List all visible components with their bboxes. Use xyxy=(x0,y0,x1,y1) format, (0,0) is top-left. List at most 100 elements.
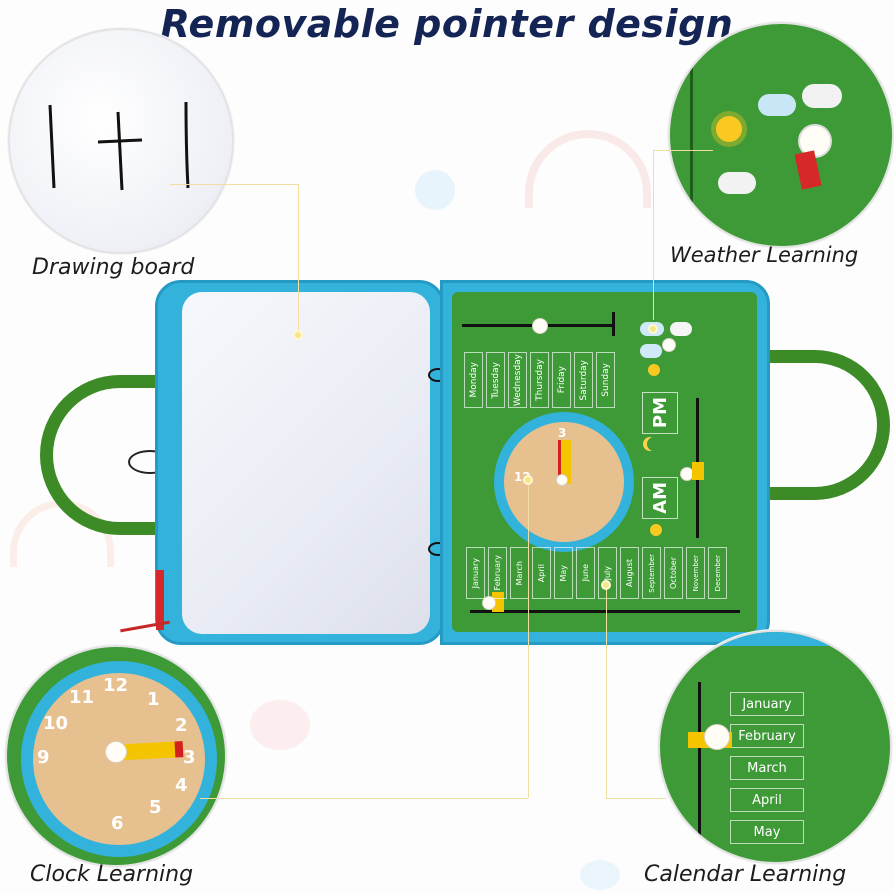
month-label: February xyxy=(493,555,502,591)
month-chip-january[interactable]: January xyxy=(466,547,485,599)
leader-drawing-dot xyxy=(293,330,303,340)
calendar-month-january[interactable]: January xyxy=(730,692,804,716)
sun-icon xyxy=(650,524,662,536)
month-chip-december[interactable]: December xyxy=(708,547,727,599)
panel-clock-number-3: 3 xyxy=(558,426,567,440)
month-chip-october[interactable]: October xyxy=(664,547,683,599)
calendar-month-label: May xyxy=(753,824,781,840)
month-label: September xyxy=(647,553,656,593)
calendar-month-label: February xyxy=(738,728,796,744)
ampm-pointer-tab xyxy=(692,462,704,480)
felt-panel: Monday Tuesday Wednesday Thursday Friday… xyxy=(452,292,757,632)
weather-mini-rain-icon xyxy=(640,344,662,358)
day-chip-thursday[interactable]: Thursday xyxy=(530,352,549,408)
month-chip-april[interactable]: April xyxy=(532,547,551,599)
clock-callout: 12 1 2 3 4 5 6 9 10 11 xyxy=(5,645,227,867)
month-chip-august[interactable]: August xyxy=(620,547,639,599)
leader-drawing-v xyxy=(298,184,299,334)
month-chip-february[interactable]: February xyxy=(488,547,507,599)
months-track xyxy=(470,610,740,613)
month-label: January xyxy=(471,557,480,589)
panel-clock-hand[interactable] xyxy=(558,440,571,484)
months-pointer-tab xyxy=(492,592,504,612)
month-chip-september[interactable]: September xyxy=(642,547,661,599)
days-track-end xyxy=(612,312,615,336)
day-chip-monday[interactable]: Monday xyxy=(464,352,483,408)
drawing-board-callout xyxy=(8,28,234,254)
background-rainbow-1 xyxy=(525,130,651,208)
clock-label: Clock Learning xyxy=(30,862,194,887)
month-label: November xyxy=(691,554,700,592)
calendar-month-april[interactable]: April xyxy=(730,788,804,812)
leader-calendar-v xyxy=(606,585,607,798)
weather-callout xyxy=(668,22,894,248)
month-label: May xyxy=(559,564,568,582)
weather-callout-cloud-icon xyxy=(758,94,796,116)
weather-label: Weather Learning xyxy=(670,243,859,267)
day-label: Wednesday xyxy=(512,353,523,407)
months-pointer-button[interactable] xyxy=(482,596,496,610)
leader-clock-dot xyxy=(523,475,533,485)
clock-number-11: 11 xyxy=(69,687,95,708)
calendar-month-may[interactable]: May xyxy=(730,820,804,844)
month-chip-june[interactable]: June xyxy=(576,547,595,599)
clock-number-6: 6 xyxy=(111,813,124,834)
clock-number-10: 10 xyxy=(43,713,69,734)
month-label: December xyxy=(713,554,722,592)
drawing-board-scribble xyxy=(48,101,190,191)
leader-calendar-h xyxy=(606,798,666,799)
calendar-callout: January February March April May xyxy=(658,630,892,864)
panel-clock: 12 3 xyxy=(494,412,634,552)
calendar-month-march[interactable]: March xyxy=(730,756,804,780)
clock-number-3: 3 xyxy=(183,747,196,768)
day-chip-wednesday[interactable]: Wednesday xyxy=(508,352,527,408)
month-label: June xyxy=(581,564,590,582)
clock-number-9: 9 xyxy=(37,747,50,768)
day-chip-friday[interactable]: Friday xyxy=(552,352,571,408)
day-label: Tuesday xyxy=(490,361,501,399)
day-label: Thursday xyxy=(534,359,545,401)
drawing-board-surface[interactable] xyxy=(182,292,430,634)
calendar-label: Calendar Learning xyxy=(644,862,847,887)
background-flower-2 xyxy=(580,860,620,890)
am-badge: AM xyxy=(642,477,678,519)
month-chip-may[interactable]: May xyxy=(554,547,573,599)
month-chip-july[interactable]: July xyxy=(598,547,617,599)
calendar-callout-blue-edge xyxy=(660,632,890,646)
weather-mini-sun-icon xyxy=(648,364,660,376)
clock-number-1: 1 xyxy=(147,689,160,710)
clock-number-12: 12 xyxy=(103,675,129,696)
days-pointer-button[interactable] xyxy=(532,318,548,334)
panel-clock-pivot[interactable] xyxy=(556,474,568,486)
weather-callout-cloud2-icon xyxy=(802,84,842,108)
pm-badge: PM xyxy=(642,392,678,434)
page-title: Removable pointer design xyxy=(160,2,734,46)
leader-weather-v xyxy=(653,150,654,320)
weather-callout-track xyxy=(690,44,693,204)
calendar-callout-track xyxy=(698,682,701,862)
clock-callout-pivot[interactable] xyxy=(105,741,127,763)
day-chip-sunday[interactable]: Sunday xyxy=(596,352,615,408)
am-label: AM xyxy=(649,482,671,514)
leader-drawing-h xyxy=(170,184,298,185)
weather-mini-button[interactable] xyxy=(662,338,676,352)
month-chip-november[interactable]: November xyxy=(686,547,705,599)
calendar-month-february[interactable]: February xyxy=(730,724,804,748)
calendar-callout-button[interactable] xyxy=(704,724,730,750)
day-label: Saturday xyxy=(578,359,589,401)
weather-callout-sun-icon xyxy=(716,116,742,142)
month-chip-march[interactable]: March xyxy=(510,547,529,599)
day-chip-saturday[interactable]: Saturday xyxy=(574,352,593,408)
red-ribbon xyxy=(156,570,164,630)
leader-calendar-dot xyxy=(601,580,611,590)
busy-book: Monday Tuesday Wednesday Thursday Friday… xyxy=(40,280,890,660)
day-chip-tuesday[interactable]: Tuesday xyxy=(486,352,505,408)
leader-weather-h xyxy=(653,150,713,151)
drawing-board-label: Drawing board xyxy=(32,255,195,280)
moon-icon xyxy=(647,437,661,451)
clock-number-2: 2 xyxy=(175,715,188,736)
calendar-month-label: April xyxy=(752,792,782,808)
pm-label: PM xyxy=(649,397,671,429)
month-label: October xyxy=(669,556,678,589)
leader-clock-v xyxy=(528,480,529,798)
